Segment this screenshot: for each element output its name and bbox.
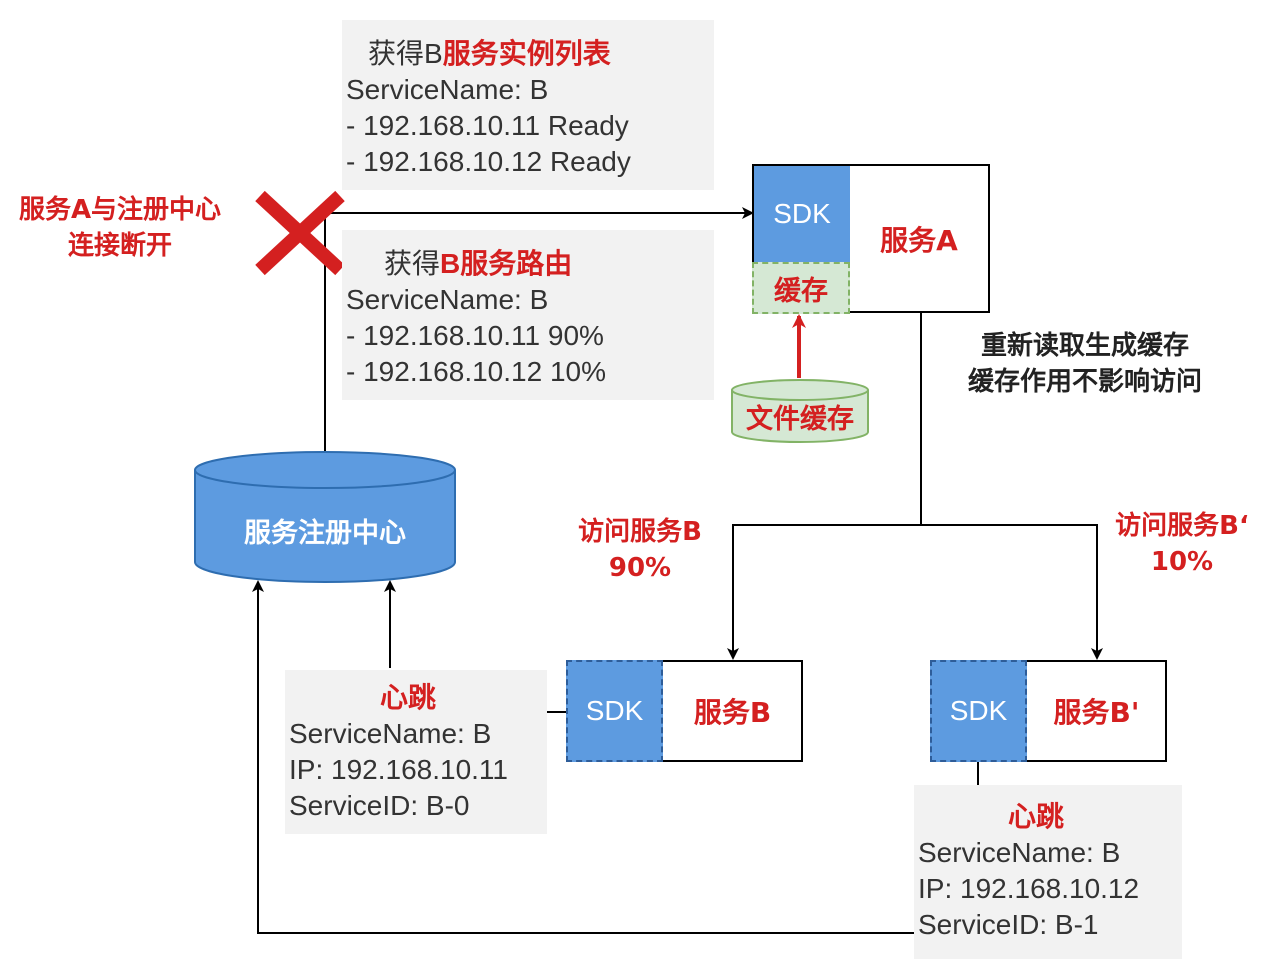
instance-list-line: ServiceName: B: [346, 74, 549, 105]
instance-list-note: 获得B服务实例列表 ServiceName: B - 192.168.10.11…: [342, 20, 714, 190]
route-line: ServiceName: B: [346, 284, 549, 315]
route-note: 获得B服务路由 ServiceName: B - 192.168.10.11 9…: [342, 230, 714, 400]
registry-label[interactable]: 服务注册中心: [244, 518, 406, 549]
heartbeat-b2-line: ServiceName: B: [918, 837, 1121, 868]
service-a-sdk[interactable]: SDK: [754, 166, 850, 262]
service-b-label: 服务B: [693, 696, 772, 729]
to-service-b2-line: [921, 524, 1103, 660]
service-b-sdk[interactable]: SDK: [566, 660, 663, 762]
service-a-cache[interactable]: 缓存: [752, 262, 850, 314]
heartbeat-b2-title: 心跳: [1007, 801, 1064, 832]
registry-cylinder: [194, 451, 456, 583]
file-cache-label: 文件缓存: [746, 404, 854, 435]
route-line: - 192.168.10.11 90%: [346, 320, 604, 351]
route-line: - 192.168.10.12 10%: [346, 356, 606, 387]
access-service-b-label: 访问服务B 90%: [578, 517, 702, 583]
heartbeat-b2-line: ServiceID: B-1: [918, 909, 1099, 940]
heartbeat-b-line: ServiceID: B-0: [289, 790, 470, 821]
disconnect-x-icon: [255, 190, 345, 276]
instance-list-title-prefix: 获得B: [368, 38, 443, 69]
disconnect-label: 服务A与注册中心 连接断开: [18, 195, 222, 261]
heartbeat-b2-line: IP: 192.168.10.12: [918, 873, 1140, 904]
heartbeat-b-line: IP: 192.168.10.11: [289, 754, 508, 785]
heartbeat-b2-note: 心跳 ServiceName: B IP: 192.168.10.12 Serv…: [914, 785, 1182, 959]
to-service-b-line: [727, 524, 921, 660]
service-b2-label: 服务B': [1053, 696, 1140, 729]
heartbeat-b2-line: [252, 580, 916, 934]
regen-cache-label: 重新读取生成缓存 缓存作用不影响访问: [967, 331, 1202, 397]
heartbeat-b-note: 心跳 ServiceName: B IP: 192.168.10.11 Serv…: [285, 670, 547, 834]
route-title-prefix: 获得: [384, 248, 441, 279]
instance-list-line: - 192.168.10.12 Ready: [346, 146, 631, 177]
heartbeat-b-title: 心跳: [379, 682, 436, 713]
instance-list-title-highlight: 服务实例列表: [442, 38, 611, 69]
service-b2-sdk[interactable]: SDK: [930, 660, 1027, 762]
access-service-b2-label: 访问服务B‘ 10%: [1115, 511, 1249, 577]
route-title-highlight: B服务路由: [440, 248, 573, 279]
service-a-label: 服务A: [880, 223, 958, 257]
heartbeat-b-line: ServiceName: B: [289, 718, 492, 749]
instance-list-line: - 192.168.10.11 Ready: [346, 110, 629, 141]
file-cache-cylinder: [731, 379, 869, 443]
